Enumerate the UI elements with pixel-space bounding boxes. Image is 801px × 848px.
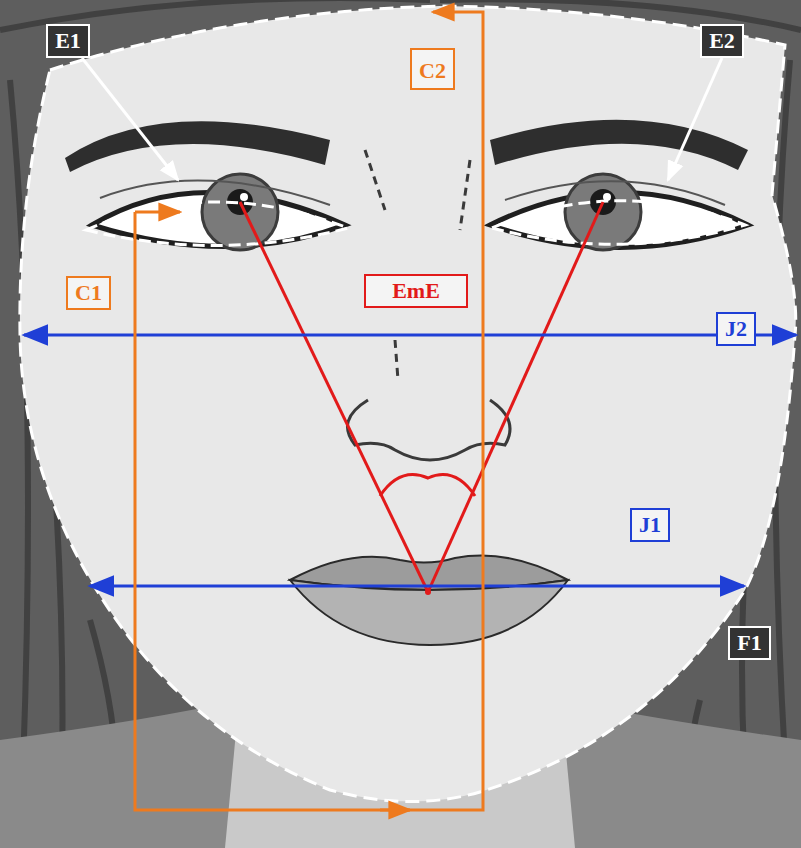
- callout-label: J1: [630, 508, 670, 542]
- callout-label: C2: [410, 48, 455, 90]
- callout-label: EmE: [364, 274, 468, 308]
- callout-label: F1: [728, 626, 771, 660]
- callout-label: C1: [66, 276, 111, 310]
- callout-label: J2: [716, 312, 756, 346]
- callout-label: E1: [46, 24, 90, 58]
- callout-label: E2: [700, 24, 744, 58]
